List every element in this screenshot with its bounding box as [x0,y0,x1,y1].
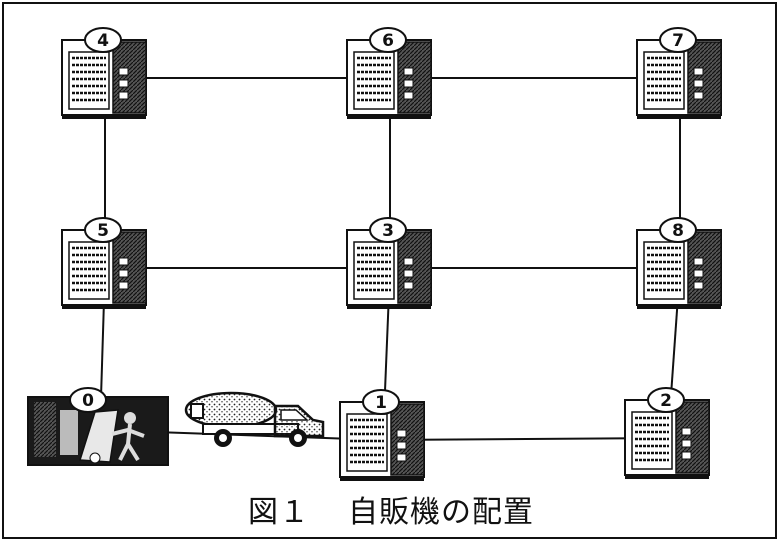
node-label: 4 [97,31,109,51]
node-badge [362,389,400,415]
edge-1-2 [382,437,669,441]
figure-title: 自販機の配置 [348,495,534,530]
figure-number: 図１ [248,495,310,530]
node-badge [659,217,697,243]
depot-icon [27,396,169,466]
vending-machine-node-1: 1 [339,389,425,481]
node-badge [84,217,122,243]
vending-machine-node-6: 6 [346,27,432,119]
vending-machine-node-7: 7 [636,27,722,119]
node-label: 0 [82,391,94,411]
figure-caption: 図１ 自販機の配置 [0,487,782,531]
node-label: 7 [672,31,684,51]
node-label: 2 [660,391,672,411]
node-badge [69,387,107,413]
vending-machine-node-3: 3 [346,217,432,309]
vending-machine-node-5: 5 [61,217,147,309]
node-label: 6 [382,31,394,51]
node-badge [369,217,407,243]
node-label: 8 [672,221,684,241]
node-badge [84,27,122,53]
node-badge [369,27,407,53]
node-label: 5 [97,221,109,241]
vending-machine-node-2: 2 [624,387,710,479]
node-label: 3 [382,221,394,241]
node-badge [659,27,697,53]
delivery-truck-icon [184,391,325,447]
vending-machine-node-8: 8 [636,217,722,309]
node-badge [647,387,685,413]
depot-node-0: 0 [27,387,169,466]
node-label: 1 [375,393,387,413]
vending-machine-node-4: 4 [61,27,147,119]
